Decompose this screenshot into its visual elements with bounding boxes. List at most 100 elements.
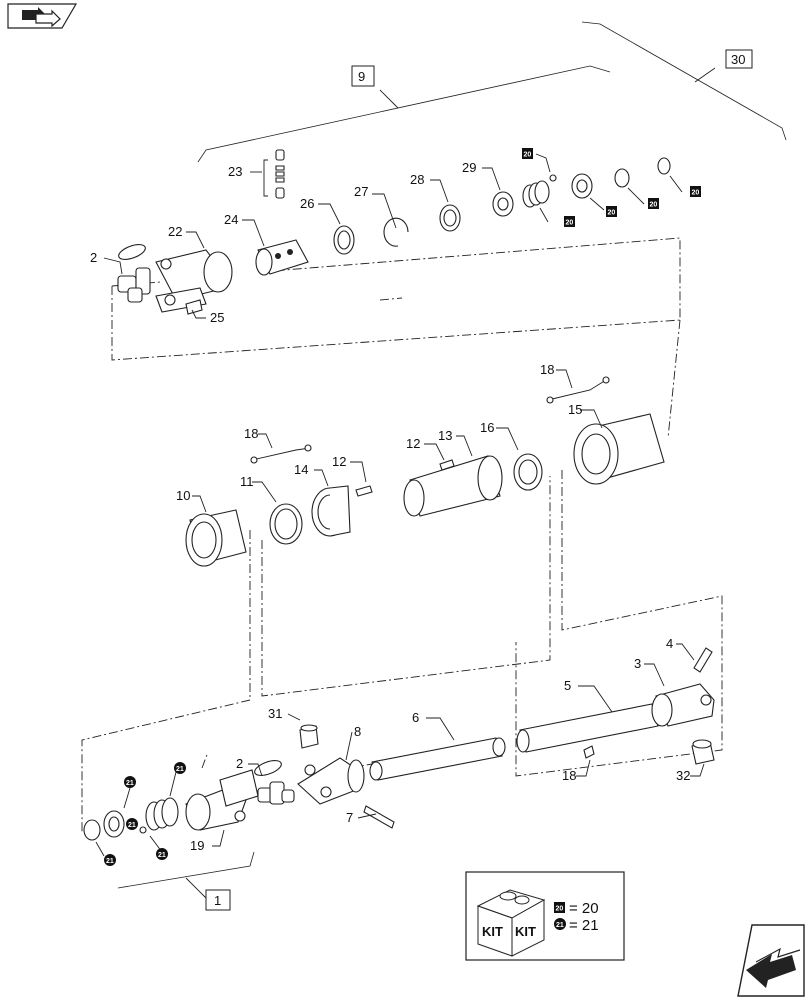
callout-17-upper: 18 — [540, 362, 554, 377]
svg-text:20: 20 — [524, 152, 532, 159]
callout-1: 1 — [214, 893, 221, 908]
part-17-chain-middle — [250, 444, 312, 464]
part-13-tube — [403, 455, 503, 517]
group-bracket-1 — [117, 851, 255, 899]
callout-13: 13 — [438, 428, 452, 443]
callout-3: 3 — [634, 656, 641, 671]
part-19-yoke — [185, 769, 259, 831]
svg-text:20: 20 — [556, 906, 564, 913]
callout-19: 19 — [190, 838, 204, 853]
part-washer-upper — [571, 173, 593, 199]
part-5-tube — [516, 703, 659, 753]
callout-8: 8 — [354, 724, 361, 739]
svg-text:21: 21 — [158, 852, 166, 859]
part-32-cap — [691, 739, 715, 765]
callout-31: 31 — [268, 706, 282, 721]
svg-text:21: 21 — [128, 822, 136, 829]
kit-square-badges: 20 20 20 20 20 — [522, 148, 701, 227]
part-23-pin-set — [263, 149, 285, 199]
kit-label-left: KIT — [482, 924, 503, 939]
callout-4: 4 — [666, 636, 673, 651]
svg-text:21: 21 — [126, 780, 134, 787]
callout-box-30: 30 — [725, 49, 753, 69]
callout-27: 27 — [354, 184, 368, 199]
part-ring-lower-a — [83, 819, 101, 841]
callout-labels: 2 22 23 24 25 26 27 28 29 18 18 12 12 13… — [90, 160, 690, 853]
part-ball-upper — [549, 174, 557, 182]
svg-text:21: 21 — [106, 858, 114, 865]
next-page-icon — [746, 947, 801, 988]
callout-23: 23 — [228, 164, 242, 179]
part-29-washer — [492, 191, 514, 217]
callout-box-1: 1 — [205, 889, 231, 911]
part-spring-upper — [522, 180, 550, 208]
part-washer-lower — [103, 810, 125, 838]
callout-10: 10 — [176, 488, 190, 503]
part-ball-lower — [139, 826, 147, 834]
part-22-yoke-shield — [155, 249, 233, 313]
part-18-screw — [583, 745, 595, 759]
callout-5: 5 — [564, 678, 571, 693]
kit-circle-badges: 21 21 21 21 21 — [104, 762, 186, 866]
kit-legend-line-2: = 21 — [569, 917, 599, 934]
part-17-chain-upper — [546, 376, 610, 404]
callout-16: 16 — [480, 420, 494, 435]
part-11-ring — [269, 503, 303, 545]
part-26-ring — [333, 225, 355, 255]
part-2-upper-cross — [117, 244, 151, 303]
assembly-dash-lines — [81, 237, 723, 832]
callout-29: 29 — [462, 160, 476, 175]
leader-lines — [95, 153, 705, 857]
part-25-screw — [185, 299, 203, 315]
callout-25: 25 — [210, 310, 224, 325]
callout-6: 6 — [412, 710, 419, 725]
part-3-outer-yoke — [651, 683, 715, 727]
callout-26: 26 — [300, 196, 314, 211]
callout-24: 24 — [224, 212, 238, 227]
part-ring-upper-a — [614, 168, 630, 188]
part-27-circlip — [383, 217, 409, 247]
callout-18: 18 — [562, 768, 576, 783]
svg-text:20: 20 — [608, 210, 616, 217]
part-12-pin — [355, 459, 455, 497]
part-spring-lower — [145, 797, 179, 831]
part-16-ring — [513, 453, 543, 491]
group-bracket-9 — [197, 65, 611, 163]
callout-box-9: 9 — [351, 65, 375, 87]
callout-30: 30 — [731, 52, 745, 67]
part-24-lock-collar — [255, 239, 309, 276]
part-8-inner-yoke — [297, 757, 365, 805]
callout-15: 15 — [568, 402, 582, 417]
kit-label-right: KIT — [515, 924, 536, 939]
callout-11: 11 — [240, 474, 254, 489]
part-28-ring — [439, 204, 461, 232]
previous-page-button[interactable] — [7, 3, 78, 29]
callout-9: 9 — [358, 69, 365, 84]
svg-text:20: 20 — [566, 220, 574, 227]
svg-text:21: 21 — [176, 766, 184, 773]
callout-2-lower: 2 — [236, 756, 243, 771]
callout-7: 7 — [346, 810, 353, 825]
part-4-pin — [693, 647, 713, 673]
callout-2-upper: 2 — [90, 250, 97, 265]
svg-text:20: 20 — [692, 190, 700, 197]
part-15-bellows — [573, 413, 665, 485]
kit-box-icon: KIT KIT — [476, 889, 546, 957]
callout-12-left: 12 — [332, 454, 346, 469]
part-31-cap — [299, 724, 319, 749]
callout-22: 22 — [168, 224, 182, 239]
callout-17-middle: 18 — [244, 426, 258, 441]
part-7-pin — [363, 805, 395, 829]
part-2-lower-cross — [254, 760, 295, 805]
part-6-tube — [369, 737, 506, 781]
callout-28: 28 — [410, 172, 424, 187]
part-14-bearing-ring — [311, 485, 351, 537]
previous-page-icon — [22, 7, 61, 28]
callout-14: 14 — [294, 462, 308, 477]
next-page-button[interactable] — [737, 924, 805, 997]
callout-12-right: 12 — [406, 436, 420, 451]
part-ring-upper-b — [657, 157, 671, 175]
part-10-bellows — [185, 509, 247, 567]
svg-text:20: 20 — [650, 202, 658, 209]
